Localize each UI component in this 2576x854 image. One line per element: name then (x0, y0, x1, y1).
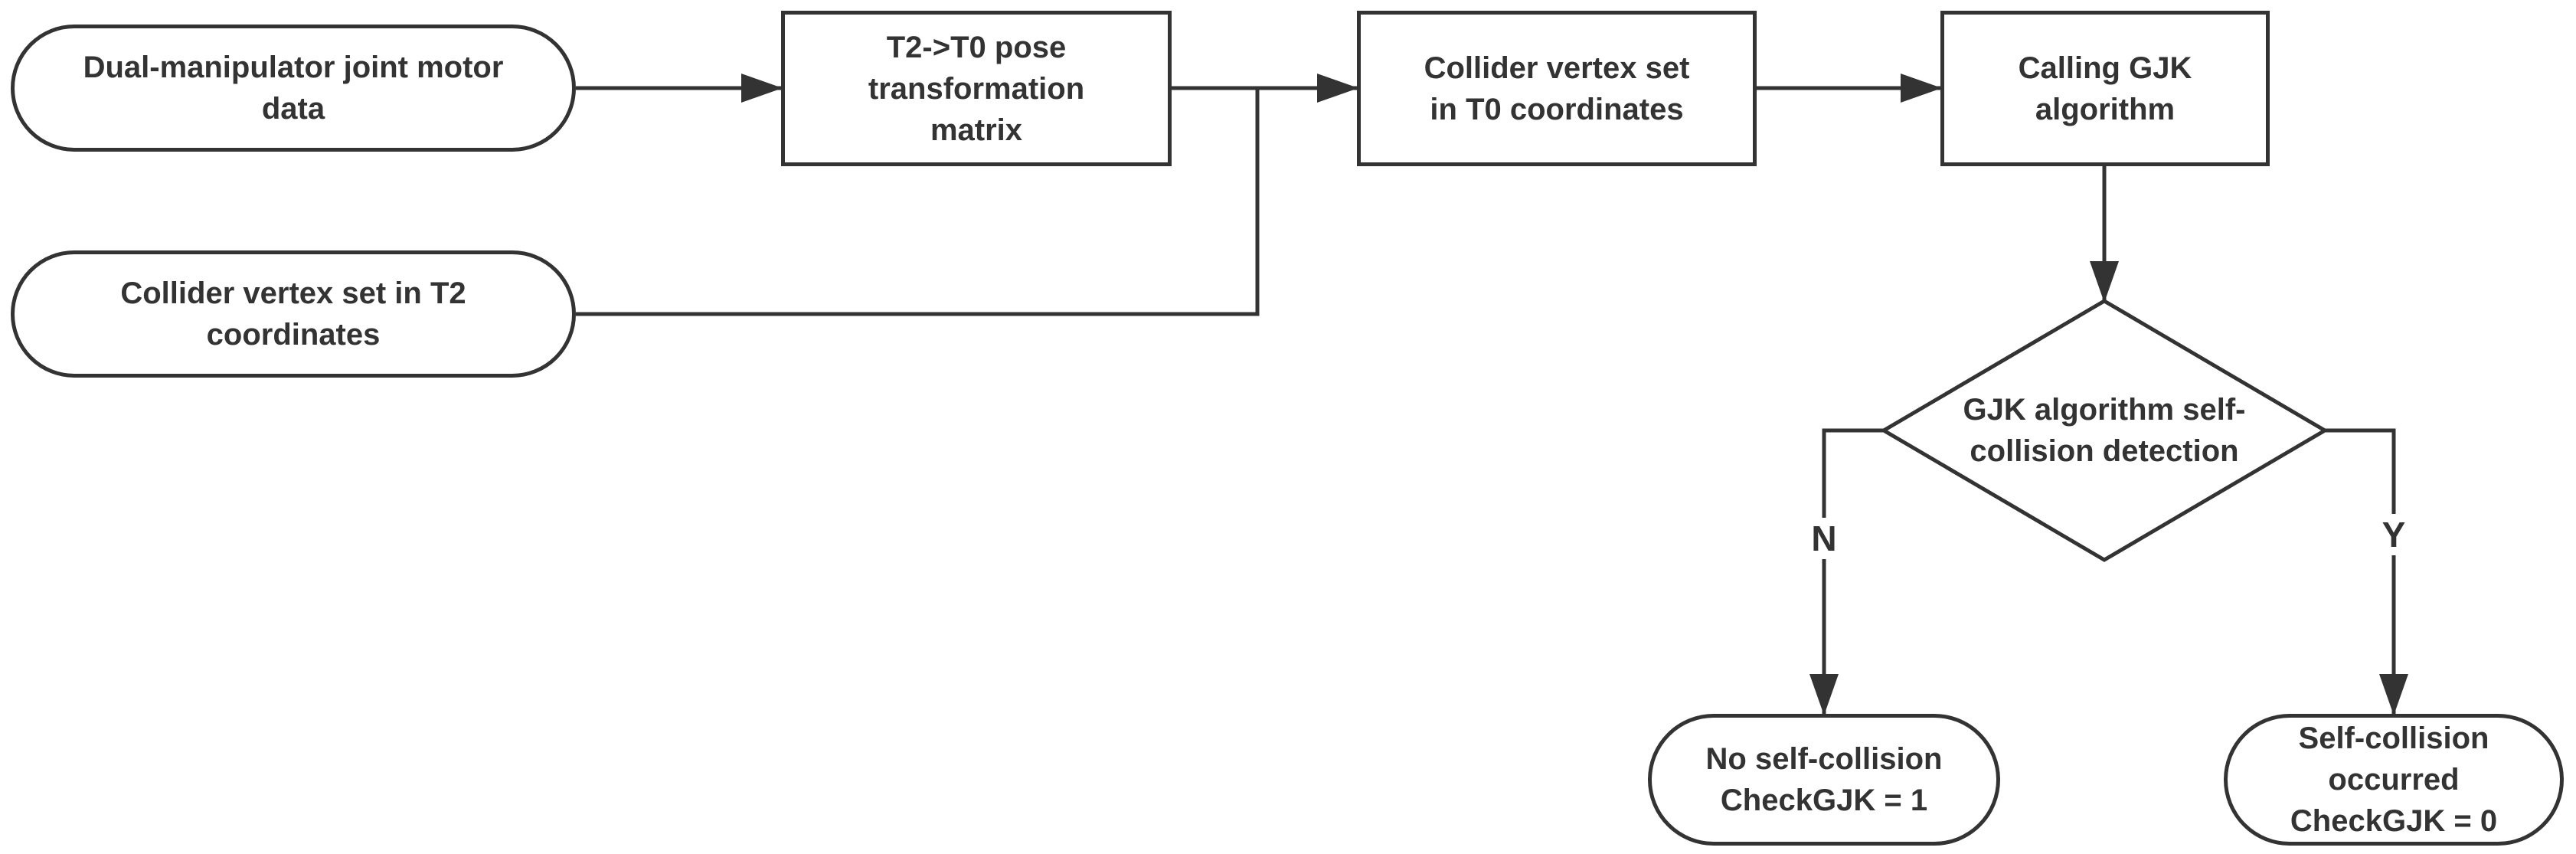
branch-label-yes: Y (2372, 514, 2415, 555)
connector-vertex-t2-to-junction (576, 88, 1260, 316)
node-pose-matrix: T2->T0 pose transformation matrix (781, 11, 1172, 166)
node-motor-data-label: Dual-manipulator joint motor data (83, 51, 504, 126)
decision-label-box: GJK algorithm self- collision detection (1922, 383, 2287, 478)
branch-label-no: N (1803, 518, 1845, 559)
node-pose-matrix-label: T2->T0 pose transformation matrix (868, 30, 1085, 147)
node-collision-label: Self-collision occurred CheckGJK = 0 (2290, 721, 2498, 838)
node-no-collision: No self-collision CheckGJK = 1 (1648, 714, 2000, 846)
node-vertex-t0: Collider vertex set in T0 coordinates (1357, 11, 1757, 166)
decision-diamond (1880, 299, 2329, 562)
arrow-decision-yes (2325, 428, 2408, 715)
node-calling-gjk-label: Calling GJK algorithm (2018, 51, 2192, 126)
node-vertex-t2: Collider vertex set in T2 coordinates (11, 250, 576, 378)
decision-label: GJK algorithm self- collision detection (1963, 393, 2246, 468)
node-vertex-t0-label: Collider vertex set in T0 coordinates (1424, 51, 1690, 126)
node-calling-gjk: Calling GJK algorithm (1940, 11, 2270, 166)
node-collision: Self-collision occurred CheckGJK = 0 (2224, 714, 2564, 846)
node-no-collision-label: No self-collision CheckGJK = 1 (1705, 742, 1943, 817)
arrow-decision-no (1809, 428, 1884, 715)
node-vertex-t2-label: Collider vertex set in T2 coordinates (120, 276, 466, 352)
node-motor-data: Dual-manipulator joint motor data (11, 25, 576, 152)
